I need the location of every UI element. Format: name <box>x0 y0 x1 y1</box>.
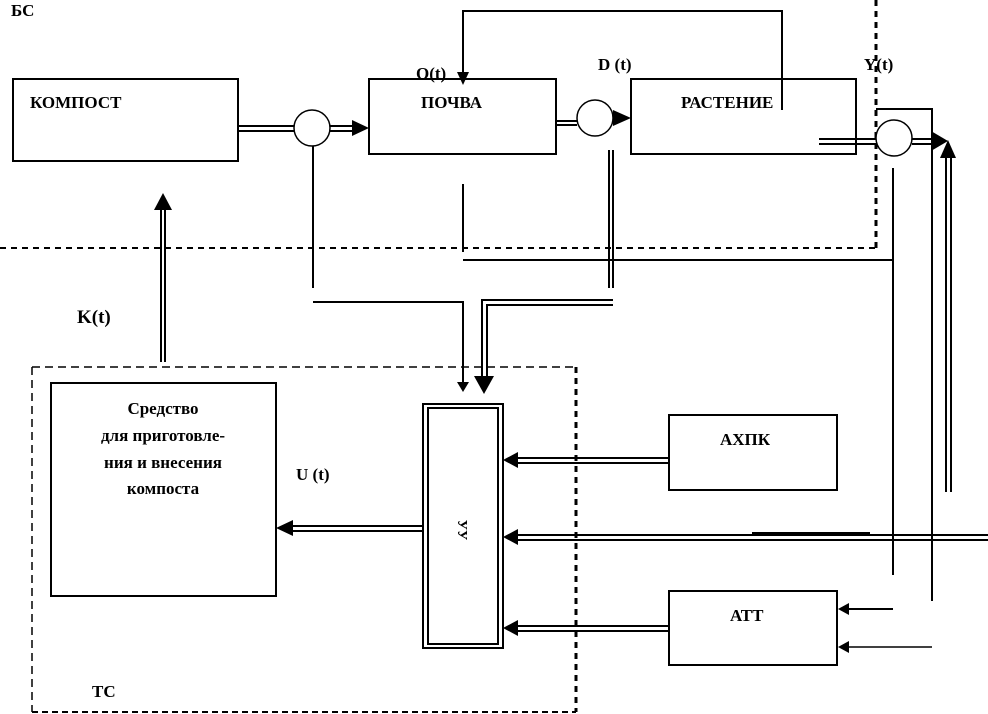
flow-junction-to-plant <box>613 110 631 126</box>
signal-u-label: U (t) <box>296 465 330 484</box>
axpk-block <box>668 414 838 491</box>
compost-label: КОМПОСТ <box>30 93 122 112</box>
controller-label: УУ <box>454 520 469 541</box>
att-label: АТТ <box>730 606 764 625</box>
flow-kt-arrow <box>154 193 172 362</box>
flow-plant-to-junction <box>819 138 876 145</box>
signal-o-label: O(t) <box>416 64 446 83</box>
flow-junction-to-soil <box>330 120 369 136</box>
soil-block <box>368 78 557 155</box>
sensor-line-1 <box>312 146 469 392</box>
sensor-line-2 <box>474 150 614 394</box>
feedback-plant-to-soil <box>457 10 783 110</box>
att-block <box>668 590 838 666</box>
plant-label: РАСТЕНИЕ <box>681 93 773 112</box>
junction-1 <box>293 109 331 147</box>
soil-label: ПОЧВА <box>421 93 483 112</box>
flow-ut-arrow <box>276 520 423 536</box>
plant-block <box>630 78 857 155</box>
junction-3 <box>875 119 913 157</box>
flow-compost-to-junction <box>238 125 294 132</box>
signal-k-label: K(t) <box>77 307 111 328</box>
device-label-line-3: ния и внесения <box>104 453 222 472</box>
output-loop-lines <box>463 108 956 601</box>
bio-system-label: БС <box>11 1 34 20</box>
device-label-line-1: Средство <box>127 399 198 418</box>
signal-y-label: Y(t) <box>864 55 893 74</box>
junction-2 <box>576 99 614 137</box>
flow-soil-to-junction <box>556 120 577 126</box>
device-label-line-4: компоста <box>127 479 200 498</box>
tech-system-boundary <box>31 366 578 713</box>
flow-junction-to-output <box>912 131 948 151</box>
flow-axpk-to-controller <box>503 452 669 468</box>
device-block <box>50 382 277 597</box>
att-inputs <box>838 603 932 653</box>
compost-block <box>12 78 239 162</box>
tech-system-label: ТС <box>92 682 116 701</box>
flow-external-to-controller <box>503 529 988 545</box>
axpk-label: АХПК <box>720 430 771 449</box>
bio-system-boundary <box>0 0 878 249</box>
device-label-line-2: для приготовле- <box>101 426 225 445</box>
signal-d-label: D (t) <box>598 55 632 74</box>
flow-att-to-controller <box>503 620 669 636</box>
